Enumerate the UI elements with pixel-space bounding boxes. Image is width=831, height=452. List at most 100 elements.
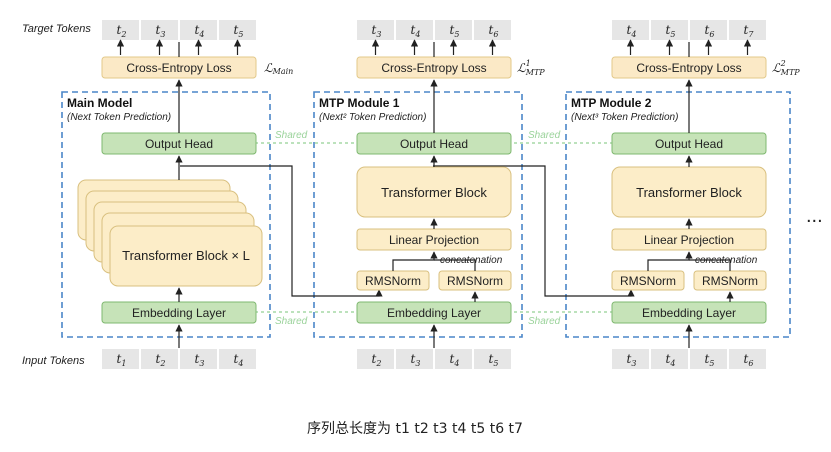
mtp2-target-token-box [651,20,688,40]
mtp2-target-token-index: 4 [630,30,636,39]
target-tokens-label: Target Tokens [22,23,91,35]
main-input-token: t2 [156,352,166,368]
mtp2-arrow-rms-to-linear [647,251,693,271]
mtp2-input-token-symbol: t [627,352,632,366]
mtp1-input-token-index: 5 [493,359,498,368]
mtp1-linear-label: Linear Projection [389,233,479,247]
mtp2-target-token-symbol: t [705,23,710,37]
main-input-token-index: 3 [199,359,204,368]
main-input-token-symbol: t [117,352,122,366]
mtp1-input-token-box [396,349,433,369]
main-target-token-symbol: t [117,23,122,37]
main-input-token-box [180,349,217,369]
main-transformer-label: Transformer Block × L [122,248,250,263]
mtp1-target-token-box [435,20,472,40]
mtp2-input-token-box [729,349,766,369]
mtp1-rmsnorm-right-label: RMSNorm [447,274,503,288]
mtp1-title: MTP Module 1 [319,96,400,110]
main-loss-symbol-sub: Main [272,67,294,76]
input-tokens-label: Input Tokens [22,355,85,367]
mtp1-input-token-symbol: t [489,352,494,366]
main-input-token-index: 2 [159,359,165,368]
shared-label-emb-1: Shared [275,316,308,327]
mtp2-embedding-box [611,301,767,324]
mtp2-target-token-index: 7 [748,30,754,39]
main-target-token-index: 4 [198,30,204,39]
main-input-token-symbol: t [156,352,161,366]
mtp2-target-token-symbol: t [744,23,749,37]
mtp2-title: MTP Module 2 [571,96,652,110]
mtp1-target-token-symbol: t [450,23,455,37]
mtp2-loss-symbol-main: ℒ [772,61,781,75]
main-model-subtitle: (Next Token Prediction) [67,112,171,123]
mtp1-target-token-index: 3 [376,30,381,39]
main-target-token-symbol: t [156,23,161,37]
shared-label-emb-2: Shared [528,316,561,327]
main-target-token-box [141,20,178,40]
main-target-token-symbol: t [195,23,200,37]
mtp2-target-token: t7 [744,23,755,39]
mtp2-input-token-symbol: t [666,352,671,366]
main-output-head-label: Output Head [145,137,213,151]
mtp2-subtitle: (Next³ Token Prediction) [571,112,678,123]
mtp2-input-token-box [690,349,727,369]
mtp2-target-token: t5 [666,23,676,39]
main-model-title: Main Model [67,96,132,110]
mtp1-loss-symbol-main: ℒ [517,61,526,75]
mtp1-loss-symbol-sub: MTP [525,68,546,77]
mtp2-rmsnorm-left-label: RMSNorm [620,274,676,288]
main-target-token-box [180,20,217,40]
mtp2-target-token-symbol: t [627,23,632,37]
shared-label-head-2: Shared [528,130,561,141]
mtp1-target-token: t4 [411,23,421,39]
main-target-token-symbol: t [234,23,239,37]
mtp2-input-token-box [651,349,688,369]
mtp1-loss-label: Cross-Entropy Loss [381,61,486,75]
mtp1-embedding-box [356,301,512,324]
mtp1-frame [313,91,523,338]
mtp2-target-token-index: 6 [709,30,714,39]
mtp2-rmsnorm-right-label: RMSNorm [702,274,758,288]
hidden-link-main-to-mtp1 [180,165,383,297]
main-target-token-index: 2 [120,30,126,39]
mtp2-target-token-box [612,20,649,40]
mtp2-input-token-index: 4 [669,359,675,368]
mtp1-transformer-label: Transformer Block [381,185,487,200]
main-loss-symbol: ℒMain [264,61,293,76]
mtp2-transformer-label: Transformer Block [636,185,742,200]
mtp2-input-token: t3 [627,352,637,368]
main-target-token: t5 [234,23,244,39]
shared-label-head-1: Shared [275,130,308,141]
main-target-token-index: 5 [238,30,243,39]
mtp1-embedding-label: Embedding Layer [387,306,481,320]
mtp2-linear-label: Linear Projection [644,233,734,247]
mtp2-input-token-box [612,349,649,369]
mtp2-input-token-index: 5 [709,359,714,368]
mtp1-target-token-symbol: t [411,23,416,37]
mtp2-input-token-index: 3 [631,359,636,368]
mtp1-target-token-box [474,20,511,40]
mtp1-subtitle: (Next² Token Prediction) [319,112,426,123]
mtp1-output-head-label: Output Head [400,137,468,151]
main-target-token-box [219,20,256,40]
mtp2-input-token: t5 [705,352,715,368]
mtp2-embedding-label: Embedding Layer [642,306,736,320]
main-input-token: t4 [234,352,244,368]
main-input-token: t3 [195,352,205,368]
main-input-token-index: 4 [237,359,243,368]
mtp1-input-token-index: 4 [453,359,459,368]
mtp1-input-token-box [474,349,511,369]
mtp1-target-token: t3 [372,23,382,39]
mtp2-loss-label: Cross-Entropy Loss [636,61,741,75]
main-target-token: t2 [117,23,127,39]
mtp1-target-token-index: 5 [454,30,459,39]
mtp1-input-token-symbol: t [372,352,377,366]
mtp1-input-token-symbol: t [411,352,416,366]
